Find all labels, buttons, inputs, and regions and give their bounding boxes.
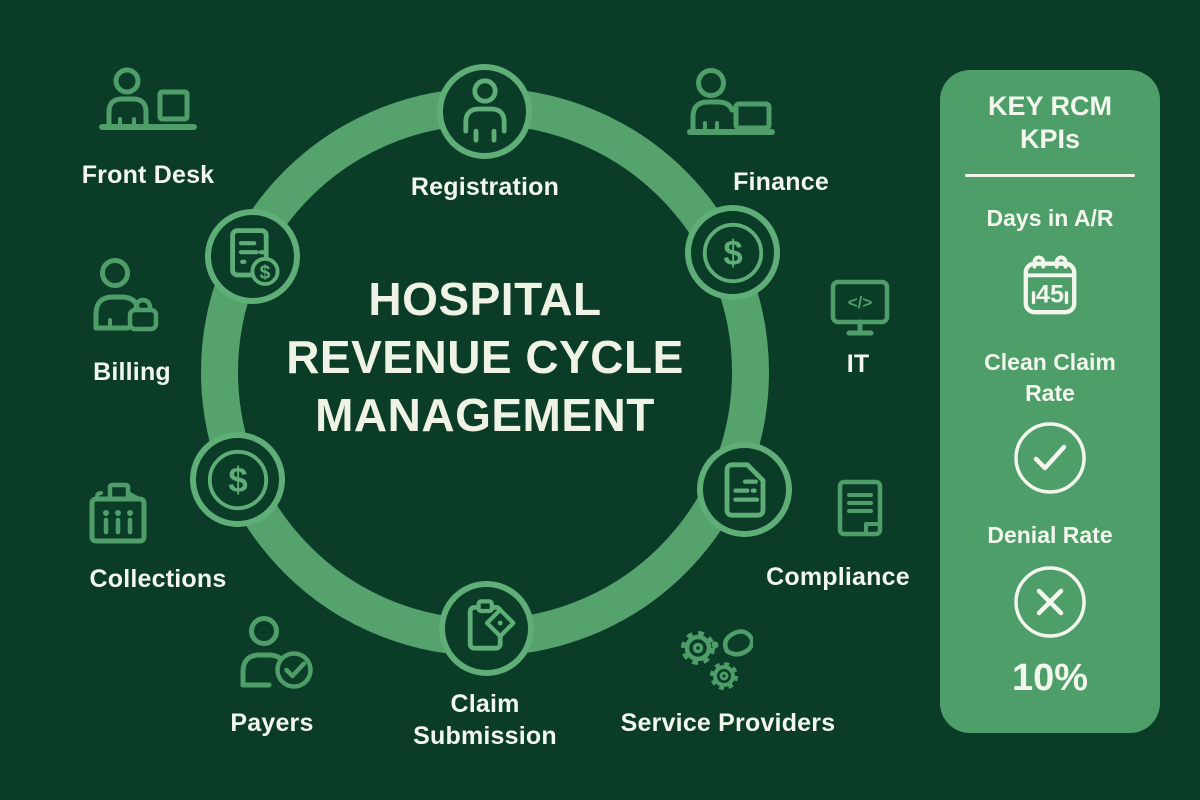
label-service-providers: Service Providers — [620, 709, 836, 737]
label-finance: Finance — [733, 168, 829, 196]
check-circle-icon — [1014, 422, 1086, 494]
document-icon — [724, 461, 765, 518]
node-collections-coin: $ — [190, 432, 285, 527]
kpi-label-clean-claim-rate: Clean Claim Rate — [984, 349, 1116, 406]
node-compliance-doc — [697, 442, 792, 537]
node-claim-submission — [439, 581, 534, 676]
label-collections: Collections — [89, 565, 227, 593]
page-title: HOSPITAL REVENUE CYCLE MANAGEMENT — [235, 270, 735, 444]
divider — [965, 174, 1135, 177]
node-registration — [437, 64, 532, 159]
bank-building-icon — [89, 482, 147, 544]
kpi-label-days-in-ar: Days in A/R — [986, 205, 1114, 231]
title-line-2: REVENUE CYCLE — [286, 331, 684, 383]
title-line-3: MANAGEMENT — [315, 389, 655, 441]
person-check-icon — [240, 616, 313, 689]
node-finance-coin: $ — [685, 205, 780, 300]
dollar-coin-icon: $ — [702, 222, 763, 283]
claim-pen-icon — [467, 598, 515, 651]
dollar-glyph: $ — [259, 262, 270, 283]
dollar-glyph: $ — [228, 461, 247, 500]
person-laptop-icon — [687, 68, 775, 135]
calendar-icon: 45 — [1023, 255, 1077, 315]
person-with-bag-icon — [93, 258, 159, 332]
invoice-dollar-icon: $ — [229, 227, 280, 286]
label-front-desk: Front Desk — [81, 161, 215, 189]
label-compliance: Compliance — [766, 563, 910, 591]
label-billing: Billing — [93, 358, 171, 386]
person-icon — [462, 77, 507, 143]
denial-rate-value: 10% — [1011, 657, 1089, 699]
person-at-desk-icon — [99, 67, 197, 130]
kpi-panel: KEY RCM KPIs Days in A/R 45 Clean Claim … — [940, 70, 1160, 733]
dollar-coin-icon: $ — [207, 449, 268, 510]
title-line-1: HOSPITAL — [368, 273, 602, 325]
label-it: IT — [846, 350, 870, 378]
monitor-code-icon: </> — [830, 279, 890, 336]
label-registration: Registration — [410, 173, 560, 201]
node-billing-invoice: $ — [205, 209, 300, 304]
label-payers: Payers — [230, 709, 314, 737]
code-glyph: </> — [848, 293, 873, 312]
kpi-label-denial-rate: Denial Rate — [987, 522, 1113, 548]
dollar-glyph: $ — [723, 234, 742, 273]
kpi-panel-title: KEY RCM KPIs — [987, 91, 1113, 154]
document-lines-icon — [837, 479, 883, 537]
x-circle-icon — [1014, 566, 1086, 638]
label-claim-submission: Claim Submission — [413, 690, 557, 750]
days-in-ar-value: 45 — [1036, 280, 1064, 308]
gears-icon — [681, 629, 753, 690]
